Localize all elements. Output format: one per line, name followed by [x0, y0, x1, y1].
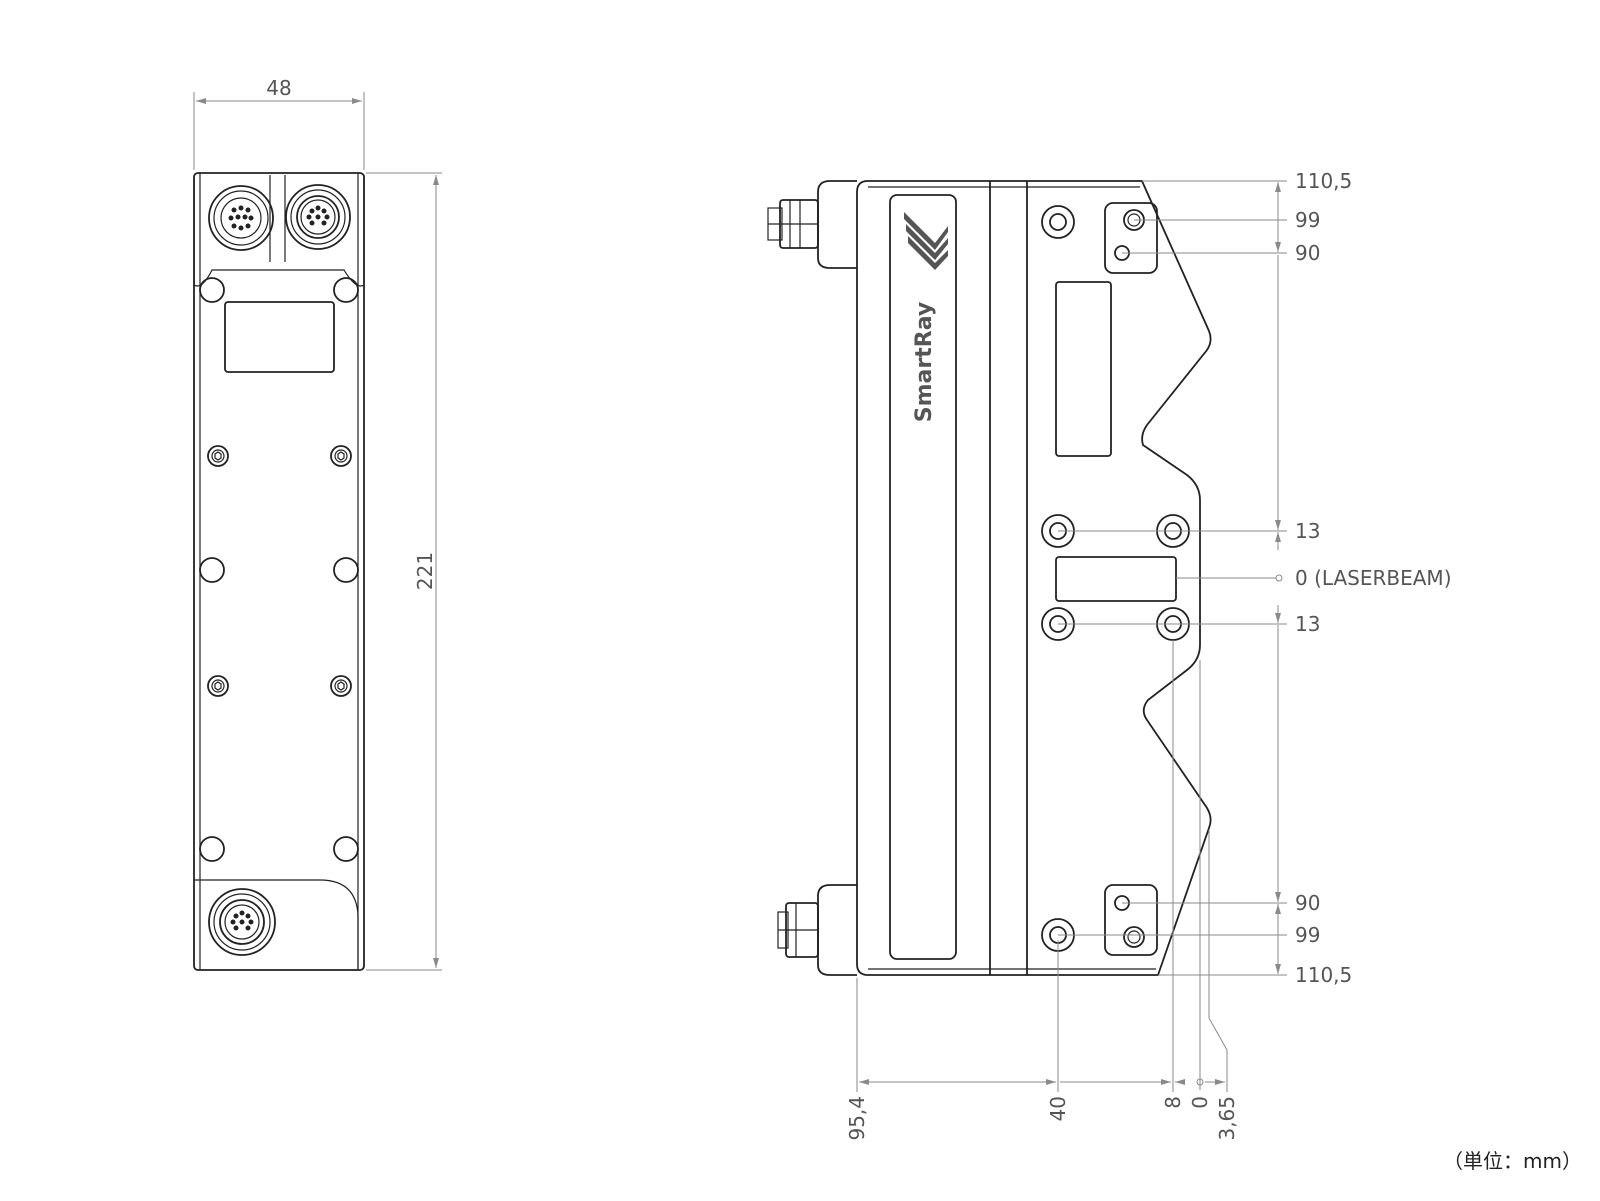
connector-bottom-icon [208, 888, 276, 956]
bottom-bracket [1104, 884, 1158, 956]
smartray-logo-icon [904, 212, 948, 270]
dim-label-13-lower: 13 [1295, 612, 1320, 636]
dim-label-95-4: 95,4 [845, 1096, 869, 1141]
top-connector-block [193, 175, 365, 287]
front-view: 48 221 [193, 76, 442, 971]
dim-label-40: 40 [1046, 1096, 1070, 1121]
smartray-logo-text: SmartRay [912, 302, 937, 422]
side-mounting-holes [1041, 205, 1190, 952]
dim-label-0: 0 [1188, 1096, 1212, 1109]
width-dimension-label: 48 [266, 76, 291, 100]
dim-label-13-upper: 13 [1295, 519, 1320, 543]
side-housing [856, 180, 1212, 976]
mounting-holes [199, 277, 359, 862]
unit-note: （単位：mm） [1443, 1149, 1582, 1173]
front-housing [193, 172, 365, 971]
side-connector-top-icon [767, 180, 857, 269]
dim-label-90-bottom: 90 [1295, 891, 1320, 915]
bottom-extension-lines [856, 640, 1228, 1092]
connector-8pin-icon [285, 184, 351, 250]
side-view: SmartRay [767, 169, 1452, 1141]
dim-label-99-bottom: 99 [1295, 923, 1320, 947]
dim-label-99-top: 99 [1295, 208, 1320, 232]
connector-12pin-icon [208, 185, 274, 251]
side-connector-bottom-icon [777, 884, 857, 976]
bottom-dimension-labels: 95,4 40 8 0 3,65 [845, 1096, 1239, 1141]
top-bracket [1104, 202, 1158, 274]
dim-label-110-5-bottom: 110,5 [1295, 963, 1352, 987]
front-label-plate [224, 301, 335, 373]
laser-window [1055, 556, 1177, 602]
dim-label-110-5-top: 110,5 [1295, 169, 1352, 193]
screw-icons [207, 445, 352, 697]
dim-label-3-65: 3,65 [1215, 1096, 1239, 1141]
height-dimension-label: 221 [413, 552, 437, 590]
side-label-plate [1055, 281, 1112, 457]
bottom-connector-block [194, 879, 359, 970]
dim-label-8: 8 [1161, 1096, 1185, 1109]
dim-label-90-top: 90 [1295, 241, 1320, 265]
window-panel [889, 194, 957, 960]
right-dimension-labels: 110,5 99 90 13 0 (LASERBEAM) 13 90 99 11… [1295, 169, 1452, 987]
dim-label-laserbeam: 0 (LASERBEAM) [1295, 566, 1452, 590]
